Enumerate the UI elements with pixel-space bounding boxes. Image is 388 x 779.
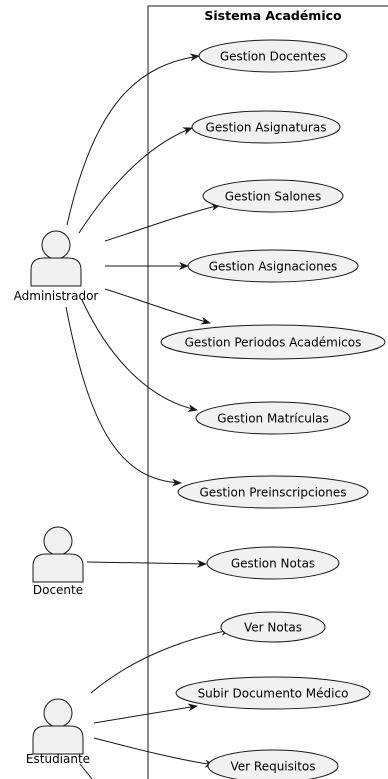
actor-admin[interactable]: Administrador: [14, 230, 99, 303]
actor-label: Docente: [33, 583, 83, 597]
actor-head-icon: [43, 526, 73, 556]
actor-body-icon: [32, 553, 84, 583]
use-case-ellipse: [175, 676, 371, 710]
use-case-uc1[interactable]: Gestion Docentes: [198, 39, 348, 73]
use-case-uc6[interactable]: Gestion Matrículas: [195, 401, 351, 435]
actor-body-icon: [30, 257, 82, 287]
use-case-uc9[interactable]: Ver Notas: [220, 611, 326, 643]
use-case-ellipse: [202, 179, 344, 213]
use-case-label: Gestion Asignaturas: [206, 121, 327, 135]
actor-body-icon: [32, 725, 84, 755]
use-case-label: Subir Documento Médico: [198, 687, 349, 701]
association-admin-uc6: [81, 299, 198, 413]
association-estudiante-overflow: [79, 763, 93, 779]
use-case-ellipse: [206, 546, 340, 580]
use-case-label: Gestion Periodos Académicos: [185, 336, 362, 350]
association-admin-uc2: [78, 127, 193, 234]
actor-label: Administrador: [14, 289, 99, 303]
association-docente-uc8: [86, 559, 207, 568]
associations: [65, 53, 231, 779]
use-case-uc8[interactable]: Gestion Notas: [206, 546, 340, 580]
use-case-uc4[interactable]: Gestion Asignaciones: [187, 249, 359, 283]
system-title: Sistema Académico: [204, 8, 342, 23]
actor-head-icon: [41, 230, 71, 260]
actor-docente[interactable]: Docente: [32, 526, 84, 597]
use-case-ellipse: [187, 249, 359, 283]
use-case-uc2[interactable]: Gestion Asignaturas: [191, 110, 341, 144]
use-case-uc10[interactable]: Subir Documento Médico: [175, 676, 371, 710]
use-case-label: Gestion Asignaciones: [209, 260, 338, 274]
association-admin-uc7: [65, 306, 182, 487]
use-case-label: Gestion Notas: [231, 557, 315, 571]
use-case-label: Gestion Matrículas: [217, 412, 329, 426]
actor-estudiante[interactable]: Estudiante: [26, 698, 90, 766]
use-case-label: Ver Requisitos: [230, 760, 315, 774]
association-admin-uc3: [104, 203, 221, 242]
association-admin-uc1: [66, 53, 200, 226]
use-case-label: Gestion Salones: [225, 190, 322, 204]
actor-head-icon: [43, 698, 73, 728]
use-case-ellipse: [220, 611, 326, 643]
association-estudiante-uc10: [93, 703, 198, 724]
use-case-ellipse: [198, 39, 348, 73]
use-case-label: Gestion Preinscripciones: [200, 486, 347, 500]
association-estudiante-uc9: [90, 627, 231, 694]
association-estudiante-uc11: [93, 737, 215, 768]
use-case-ellipse: [191, 110, 341, 144]
use-case-label: Ver Notas: [244, 621, 302, 635]
use-case-uc5[interactable]: Gestion Periodos Académicos: [160, 324, 386, 360]
use-case-uc3[interactable]: Gestion Salones: [202, 179, 344, 213]
actor-label: Estudiante: [26, 752, 90, 766]
use-case-ellipse: [177, 475, 369, 509]
use-case-ellipse: [160, 324, 386, 360]
system-boundary: Sistema Académico: [147, 5, 388, 779]
association-admin-uc5: [104, 288, 211, 325]
use-case-uc7[interactable]: Gestion Preinscripciones: [177, 475, 369, 509]
use-case-ellipse: [207, 749, 339, 779]
use-case-ellipse: [195, 401, 351, 435]
use-case-uc11[interactable]: Ver Requisitos: [207, 749, 339, 779]
use-case-label: Gestion Docentes: [220, 50, 326, 64]
